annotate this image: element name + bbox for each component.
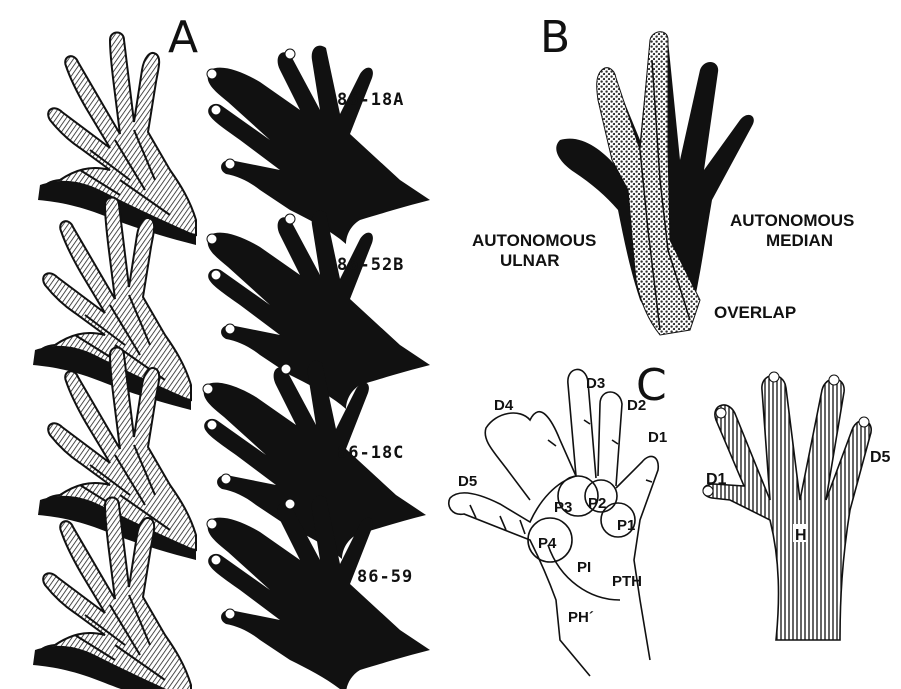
label-palmar-d3: D3 [586,375,605,392]
panel-a-row-1: 86-18A [38,33,430,246]
label-autonomous-ulnar-1: AUTONOMOUS [472,231,596,250]
label-palmar-p2: P2 [588,495,606,512]
panel-c: C D2 D1 D3 D4 D5 P1 P2 P3 P4 PI PTH PH´ [449,360,891,676]
label-palmar-d2: D2 [627,397,646,414]
label-palmar-p3: P3 [554,499,572,516]
panel-a: A 86-18A 86-52B 86-18C 86-59 [33,12,430,689]
label-palmar-pi: PI [577,559,591,576]
finger-tip [716,408,726,418]
specimen-id-4: 86-59 [357,567,413,587]
label-palmar-p4: P4 [538,535,557,552]
specimen-id-2: 86-52B [337,255,404,275]
specimen-id-3: 86-18C [337,443,404,463]
dorsal-striped-hand [703,375,871,640]
finger-tip [769,372,779,382]
panel-b: B AUTONOMOUS MEDIAN AUTONOMOUS ULNAR OVE… [472,12,854,335]
label-autonomous-median-2: MEDIAN [766,231,833,250]
label-dorsal-d1: D1 [706,471,727,488]
label-palmar-d1: D1 [648,429,667,446]
label-dorsal-h: H [795,527,807,544]
finger-tip [859,417,869,427]
panel-a-row-2: 86-52B [33,198,430,411]
label-dorsal-d5: D5 [870,449,891,466]
label-palmar-d4: D4 [494,397,514,414]
label-autonomous-ulnar-2: ULNAR [500,251,560,270]
label-palmar-pth: PTH [612,573,642,590]
label-palmar-ph: PH´ [568,609,594,626]
panel-b-letter: B [540,12,570,63]
panel-a-letter: A [168,12,198,63]
hand-dorsal-black [207,496,430,689]
label-autonomous-median-1: AUTONOMOUS [730,211,854,230]
label-palmar-p1: P1 [617,517,635,534]
finger-tip [829,375,839,385]
label-overlap: OVERLAP [714,303,796,322]
label-palmar-d5: D5 [458,473,477,490]
specimen-id-1: 86-18A [337,90,404,110]
